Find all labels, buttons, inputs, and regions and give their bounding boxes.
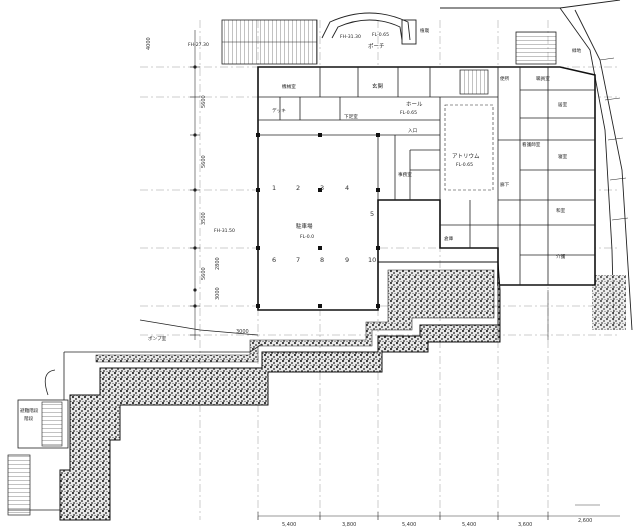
atrium-void — [444, 104, 494, 191]
dim-label-5: 5600 — [201, 267, 207, 280]
parking-number: 2 — [296, 184, 300, 192]
room-toilet: 便所 — [500, 75, 510, 82]
parking-number: 9 — [345, 256, 349, 264]
dim-label-4: 3500 — [201, 212, 207, 225]
dim-label-6: 3000 — [236, 329, 249, 335]
bottom-dim-4: 5,400 — [462, 522, 476, 528]
east-wing-rooms — [440, 67, 595, 285]
room-corridor: 廊下 — [500, 181, 510, 188]
west-level: FH-31.50 — [214, 228, 235, 234]
room-staff: 職員室 — [536, 75, 550, 82]
room-storage: 倉庫 — [444, 235, 454, 242]
room-green-right: 緑地 — [572, 47, 582, 54]
stepped-retaining-band — [59, 261, 501, 521]
north-stair — [221, 19, 318, 65]
room-entry-label: 入口 — [408, 128, 418, 134]
parking-number: 3 — [320, 184, 324, 192]
dim-label-2: 5600 — [201, 95, 207, 108]
room-bedroom-a: 居室 — [558, 101, 568, 108]
room-lower-entrance: 下足室 — [344, 113, 358, 120]
porch-label: ポーチ — [368, 43, 385, 50]
evac-stair-label: 避難階段 — [20, 407, 39, 414]
room-hall-level: FL-0.65 — [400, 110, 417, 116]
dim-label-3: 5600 — [201, 155, 207, 168]
parking-space-numbers: 1 2 3 4 5 6 7 8 9 10 — [272, 184, 376, 264]
room-atrium-level: FL-0.65 — [456, 162, 473, 168]
evac-stair — [7, 369, 69, 516]
porch-fl: FL-0.65 — [372, 32, 389, 38]
room-hall: ホール — [406, 101, 423, 108]
pump-room-outline — [63, 319, 263, 400]
dim-label-1: 4000 — [146, 37, 152, 50]
porch-canopy — [321, 12, 417, 45]
bottom-dim-5: 3,600 — [518, 522, 532, 528]
parking-number: 6 — [272, 256, 276, 264]
parking-number: 7 — [296, 256, 300, 264]
grid-bubble-markers — [193, 65, 197, 308]
parking-columns — [256, 133, 380, 308]
room-tatami: 和室 — [556, 207, 566, 214]
room-garden-top: 植栽 — [420, 27, 430, 34]
left-dimension-chain — [190, 30, 200, 340]
bottom-dimension-chain — [257, 512, 620, 520]
parking-number: 8 — [320, 256, 324, 264]
porch-level: FH-31.30 — [340, 34, 361, 40]
parking-level: FL-0.0 — [300, 234, 314, 240]
lower-right-marks — [497, 290, 600, 506]
room-atrium: アトリウム — [452, 152, 480, 160]
bottom-dim-3: 5,400 — [402, 522, 416, 528]
room-bedroom-b: 寝室 — [558, 153, 568, 160]
parking-number: 5 — [370, 210, 374, 218]
interior-stair — [459, 69, 489, 95]
room-office: 事務室 — [398, 171, 412, 178]
building-outline — [257, 66, 596, 311]
room-mech: 機械室 — [282, 83, 296, 90]
pump-room-label: ポンプ室 — [148, 335, 167, 342]
parking-number: 1 — [272, 184, 276, 192]
parking-number: 10 — [368, 256, 376, 264]
parking-number: 4 — [345, 184, 349, 192]
upper-wing-walls — [258, 67, 499, 248]
east-stair — [515, 31, 557, 65]
bottom-dim-2: 3,800 — [342, 522, 356, 528]
room-nurse: 看護師室 — [522, 141, 541, 148]
room-care: 介護 — [556, 253, 566, 260]
north-stair-level: FH-27.30 — [188, 42, 209, 48]
room-deck: デッキ — [272, 107, 286, 114]
evac-stair-bldg: 階段 — [24, 415, 34, 422]
parking-label: 駐車場 — [296, 222, 313, 230]
room-entrance: 玄関 — [372, 82, 384, 90]
right-sloped-green-strip — [592, 275, 626, 330]
dim-label-8: 3000 — [215, 287, 221, 300]
dim-label-7: 2800 — [215, 257, 221, 270]
bottom-dim-6: 2,600 — [578, 518, 592, 524]
bottom-dim-1: 5,400 — [282, 522, 296, 528]
